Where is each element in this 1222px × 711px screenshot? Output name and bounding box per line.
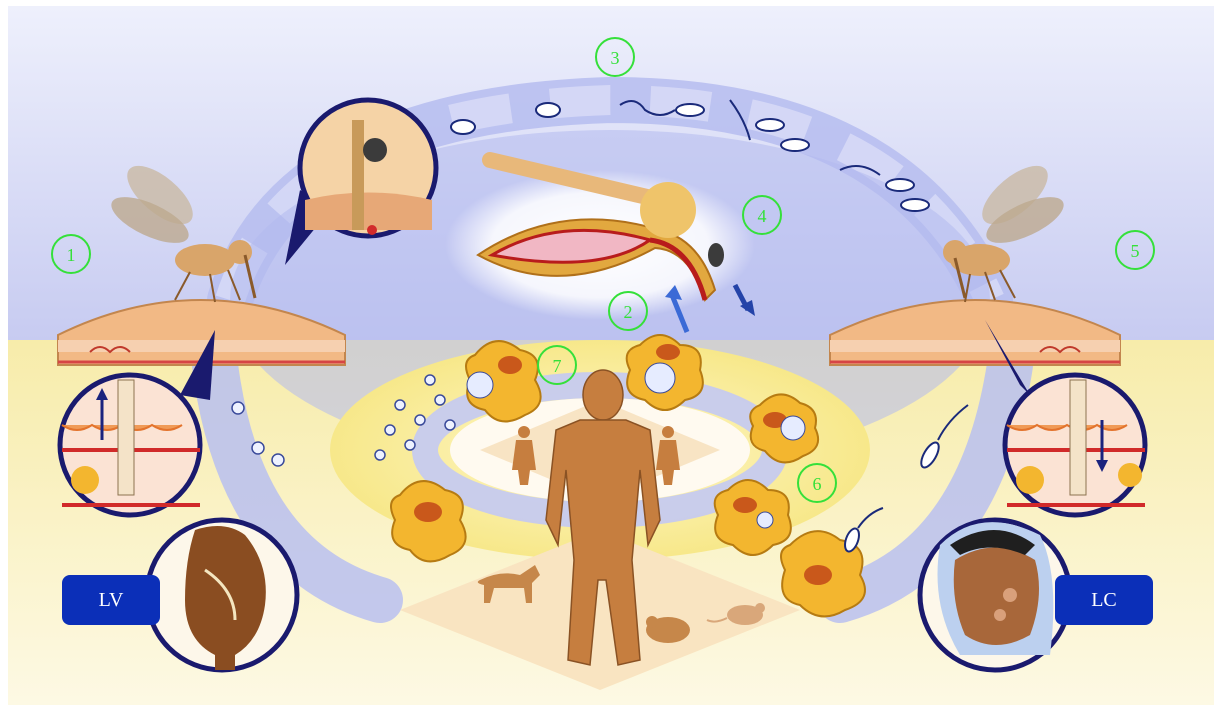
step-6-marker: 6 xyxy=(797,463,837,503)
step-2-marker: 2 xyxy=(608,291,648,331)
macrophage-icon xyxy=(627,335,703,410)
step-1-marker: 1 xyxy=(51,234,91,274)
tag-cutaneous: LC xyxy=(1055,575,1153,625)
macrophage-icon xyxy=(715,480,791,555)
tag-visceral: LV xyxy=(62,575,160,625)
step-7-marker: 7 xyxy=(537,345,577,385)
visceral-patient-icon xyxy=(147,520,297,670)
step-5-marker: 5 xyxy=(1115,230,1155,270)
step-4-marker: 4 xyxy=(742,195,782,235)
cutaneous-patient-icon xyxy=(920,520,1070,670)
step-3-marker: 3 xyxy=(595,37,635,77)
